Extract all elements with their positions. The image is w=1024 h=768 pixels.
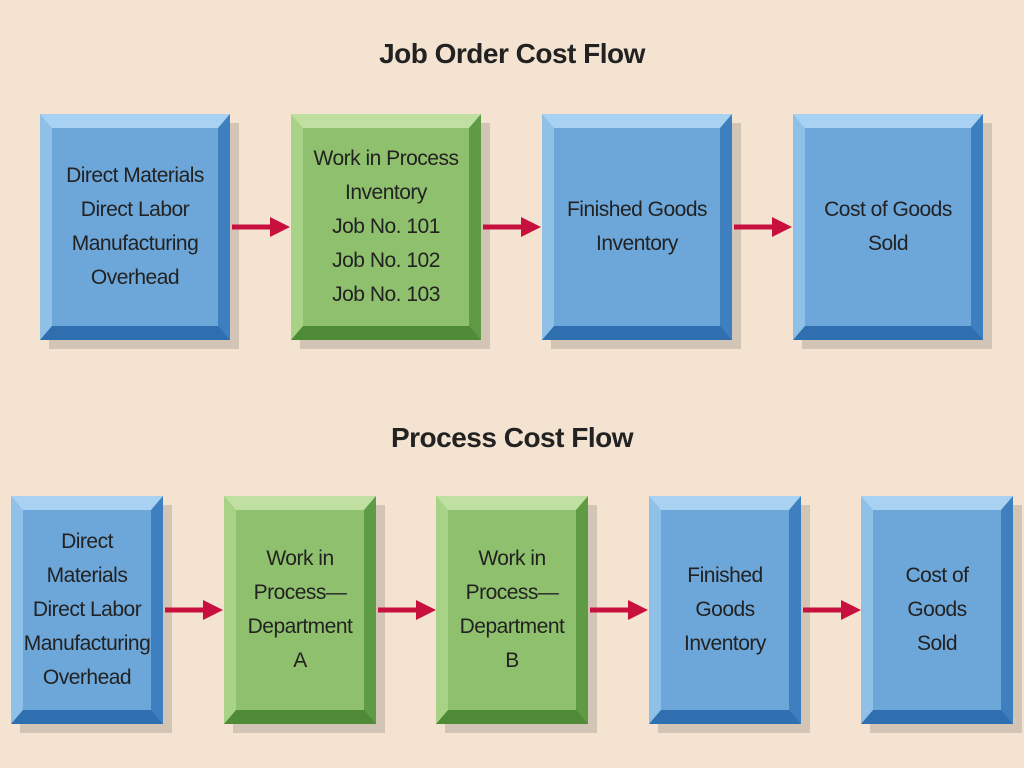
process-box-department-b: Work in Process— Department B — [436, 496, 588, 724]
job-box-work-in-process: Work in Process Inventory Job No. 101 Jo… — [291, 114, 481, 340]
job-arrow-1 — [232, 217, 290, 237]
job-arrow-2 — [483, 217, 541, 237]
job-box-direct-costs: Direct Materials Direct Labor Manufactur… — [40, 114, 230, 340]
process-box-finished-goods: Finished Goods Inventory — [649, 496, 801, 724]
job-box-cost-of-goods-sold-label: Cost of Goods Sold — [824, 198, 952, 255]
job-box-work-in-process-label: Work in Process Inventory Job No. 101 Jo… — [313, 147, 460, 306]
job-order-title: Job Order Cost Flow — [379, 38, 645, 69]
process-arrow-1 — [165, 600, 223, 620]
job-box-finished-goods-label: Finished Goods Inventory — [566, 198, 708, 255]
process-arrow-3 — [590, 600, 648, 620]
process-box-cost-of-goods-sold: Cost of Goods Sold — [861, 496, 1013, 724]
process-box-cost-of-goods-sold-label: Cost of Goods Sold — [905, 564, 969, 655]
job-arrow-3 — [734, 217, 792, 237]
process-box-department-a: Work in Process— Department A — [224, 496, 376, 724]
process-title: Process Cost Flow — [390, 422, 634, 453]
process-box-direct-costs-label: Direct Materials Direct Labor Manufactur… — [23, 530, 151, 689]
process-box-direct-costs: Direct Materials Direct Labor Manufactur… — [11, 496, 163, 724]
job-box-direct-costs-label: Direct Materials Direct Labor Manufactur… — [66, 164, 204, 289]
process-box-finished-goods-label: Finished Goods Inventory — [684, 564, 766, 655]
process-box-department-a-label: Work in Process— Department A — [247, 547, 353, 672]
process-arrow-2 — [378, 600, 436, 620]
process-box-department-b-label: Work in Process— Department B — [459, 547, 565, 672]
job-box-finished-goods: Finished Goods Inventory — [542, 114, 732, 340]
process-arrow-4 — [803, 600, 861, 620]
job-box-cost-of-goods-sold: Cost of Goods Sold — [793, 114, 983, 340]
